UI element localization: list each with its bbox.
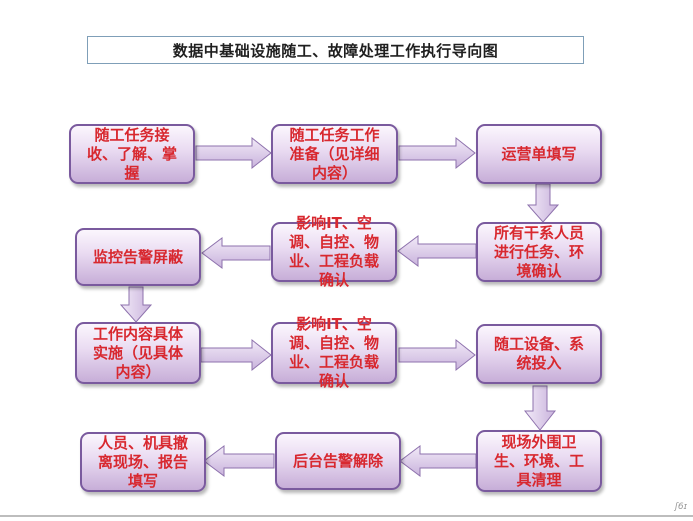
arrow-s2-s3 — [398, 136, 476, 170]
step-task-prepare: 随工任务工作准备（见详细内容） — [271, 124, 398, 184]
step-system-commission: 随工设备、系统投入 — [476, 324, 602, 384]
arrow-s9-s10 — [523, 385, 557, 431]
bottom-divider — [0, 515, 693, 517]
step-load-confirm-2: 影响IT、空调、自控、物业、工程负载确认 — [271, 315, 397, 390]
step-fill-operation-form: 运营单填写 — [476, 124, 602, 184]
arrow-s8-s9 — [398, 338, 476, 372]
step-alarm-clear: 后台告警解除 — [275, 432, 401, 490]
arrow-s1-s2 — [195, 136, 272, 170]
arrow-s3-s4 — [526, 183, 560, 223]
arrow-s7-s8 — [200, 338, 272, 372]
step-work-implement: 工作内容具体实施（见具体内容） — [75, 322, 201, 384]
arrow-s5-s6 — [201, 237, 271, 269]
diagram-title: 数据中基础设施随工、故障处理工作执行导向图 — [87, 36, 584, 64]
step-stakeholder-confirm: 所有干系人员进行任务、环境确认 — [476, 222, 602, 282]
step-site-cleanup: 现场外围卫生、环境、工具清理 — [476, 430, 602, 492]
step-load-confirm-1: 影响IT、空调、自控、物业、工程负载确认 — [271, 214, 397, 289]
arrow-s11-s12 — [203, 445, 275, 477]
arrow-s6-s7 — [119, 286, 153, 323]
arrow-s10-s11 — [399, 445, 477, 477]
corner-watermark: ʃ6ɪ — [674, 502, 687, 512]
step-alarm-mask: 监控告警屏蔽 — [75, 228, 201, 286]
step-evacuate-report: 人员、机具撤离现场、报告填写 — [80, 432, 206, 492]
step-task-receive: 随工任务接收、了解、掌握 — [69, 124, 195, 184]
arrow-s4-s5 — [397, 235, 477, 267]
